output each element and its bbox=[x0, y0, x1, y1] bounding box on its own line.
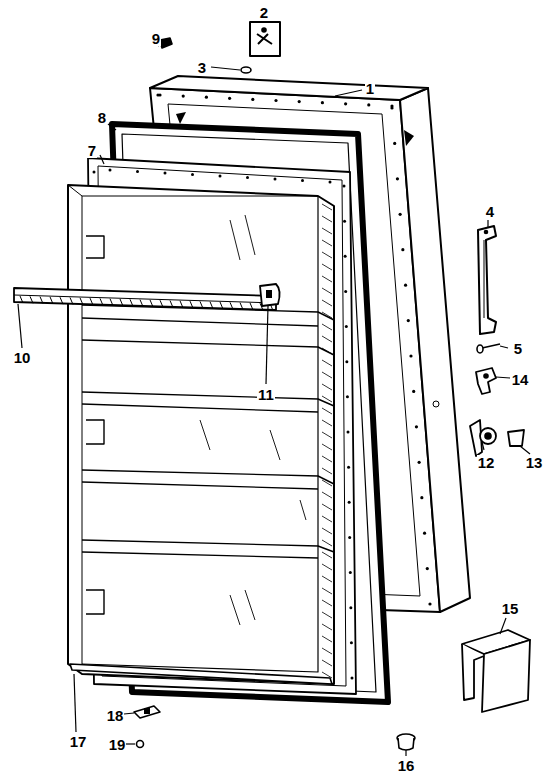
small-fastener bbox=[241, 67, 251, 73]
hinge-cover bbox=[462, 630, 530, 712]
shelf-bar bbox=[14, 288, 276, 311]
callout-number: 9 bbox=[151, 31, 161, 46]
callout-number: 7 bbox=[87, 143, 97, 158]
callout-number: 19 bbox=[108, 737, 127, 752]
hinge-plate bbox=[250, 22, 280, 56]
callout-number: 2 bbox=[259, 5, 269, 20]
callout-number: 8 bbox=[97, 110, 107, 125]
callout-number: 4 bbox=[485, 204, 495, 219]
small-bracket bbox=[134, 706, 160, 718]
bottom-strip bbox=[70, 664, 332, 684]
hinge bbox=[470, 420, 496, 456]
small-screw bbox=[137, 741, 144, 748]
leader-lines bbox=[18, 22, 530, 756]
callout-number: 18 bbox=[106, 708, 125, 723]
callout-number: 10 bbox=[13, 350, 32, 365]
inner-door-liner bbox=[68, 158, 356, 694]
callout-number: 1 bbox=[365, 81, 375, 96]
callout-number: 16 bbox=[397, 758, 416, 773]
callout-number: 15 bbox=[501, 601, 520, 616]
hinge-bracket bbox=[478, 226, 496, 334]
hinge-clip bbox=[476, 368, 496, 394]
callout-number: 13 bbox=[525, 455, 544, 470]
screw bbox=[477, 344, 500, 353]
callout-number: 14 bbox=[511, 372, 530, 387]
callout-number: 5 bbox=[513, 341, 523, 356]
callout-number: 12 bbox=[477, 455, 496, 470]
plug bbox=[397, 734, 415, 750]
hinge-cap bbox=[508, 430, 524, 446]
callout-number: 11 bbox=[257, 387, 275, 402]
bar-clip bbox=[260, 284, 280, 306]
callout-number: 17 bbox=[69, 734, 88, 749]
callout-number: 3 bbox=[197, 60, 207, 75]
